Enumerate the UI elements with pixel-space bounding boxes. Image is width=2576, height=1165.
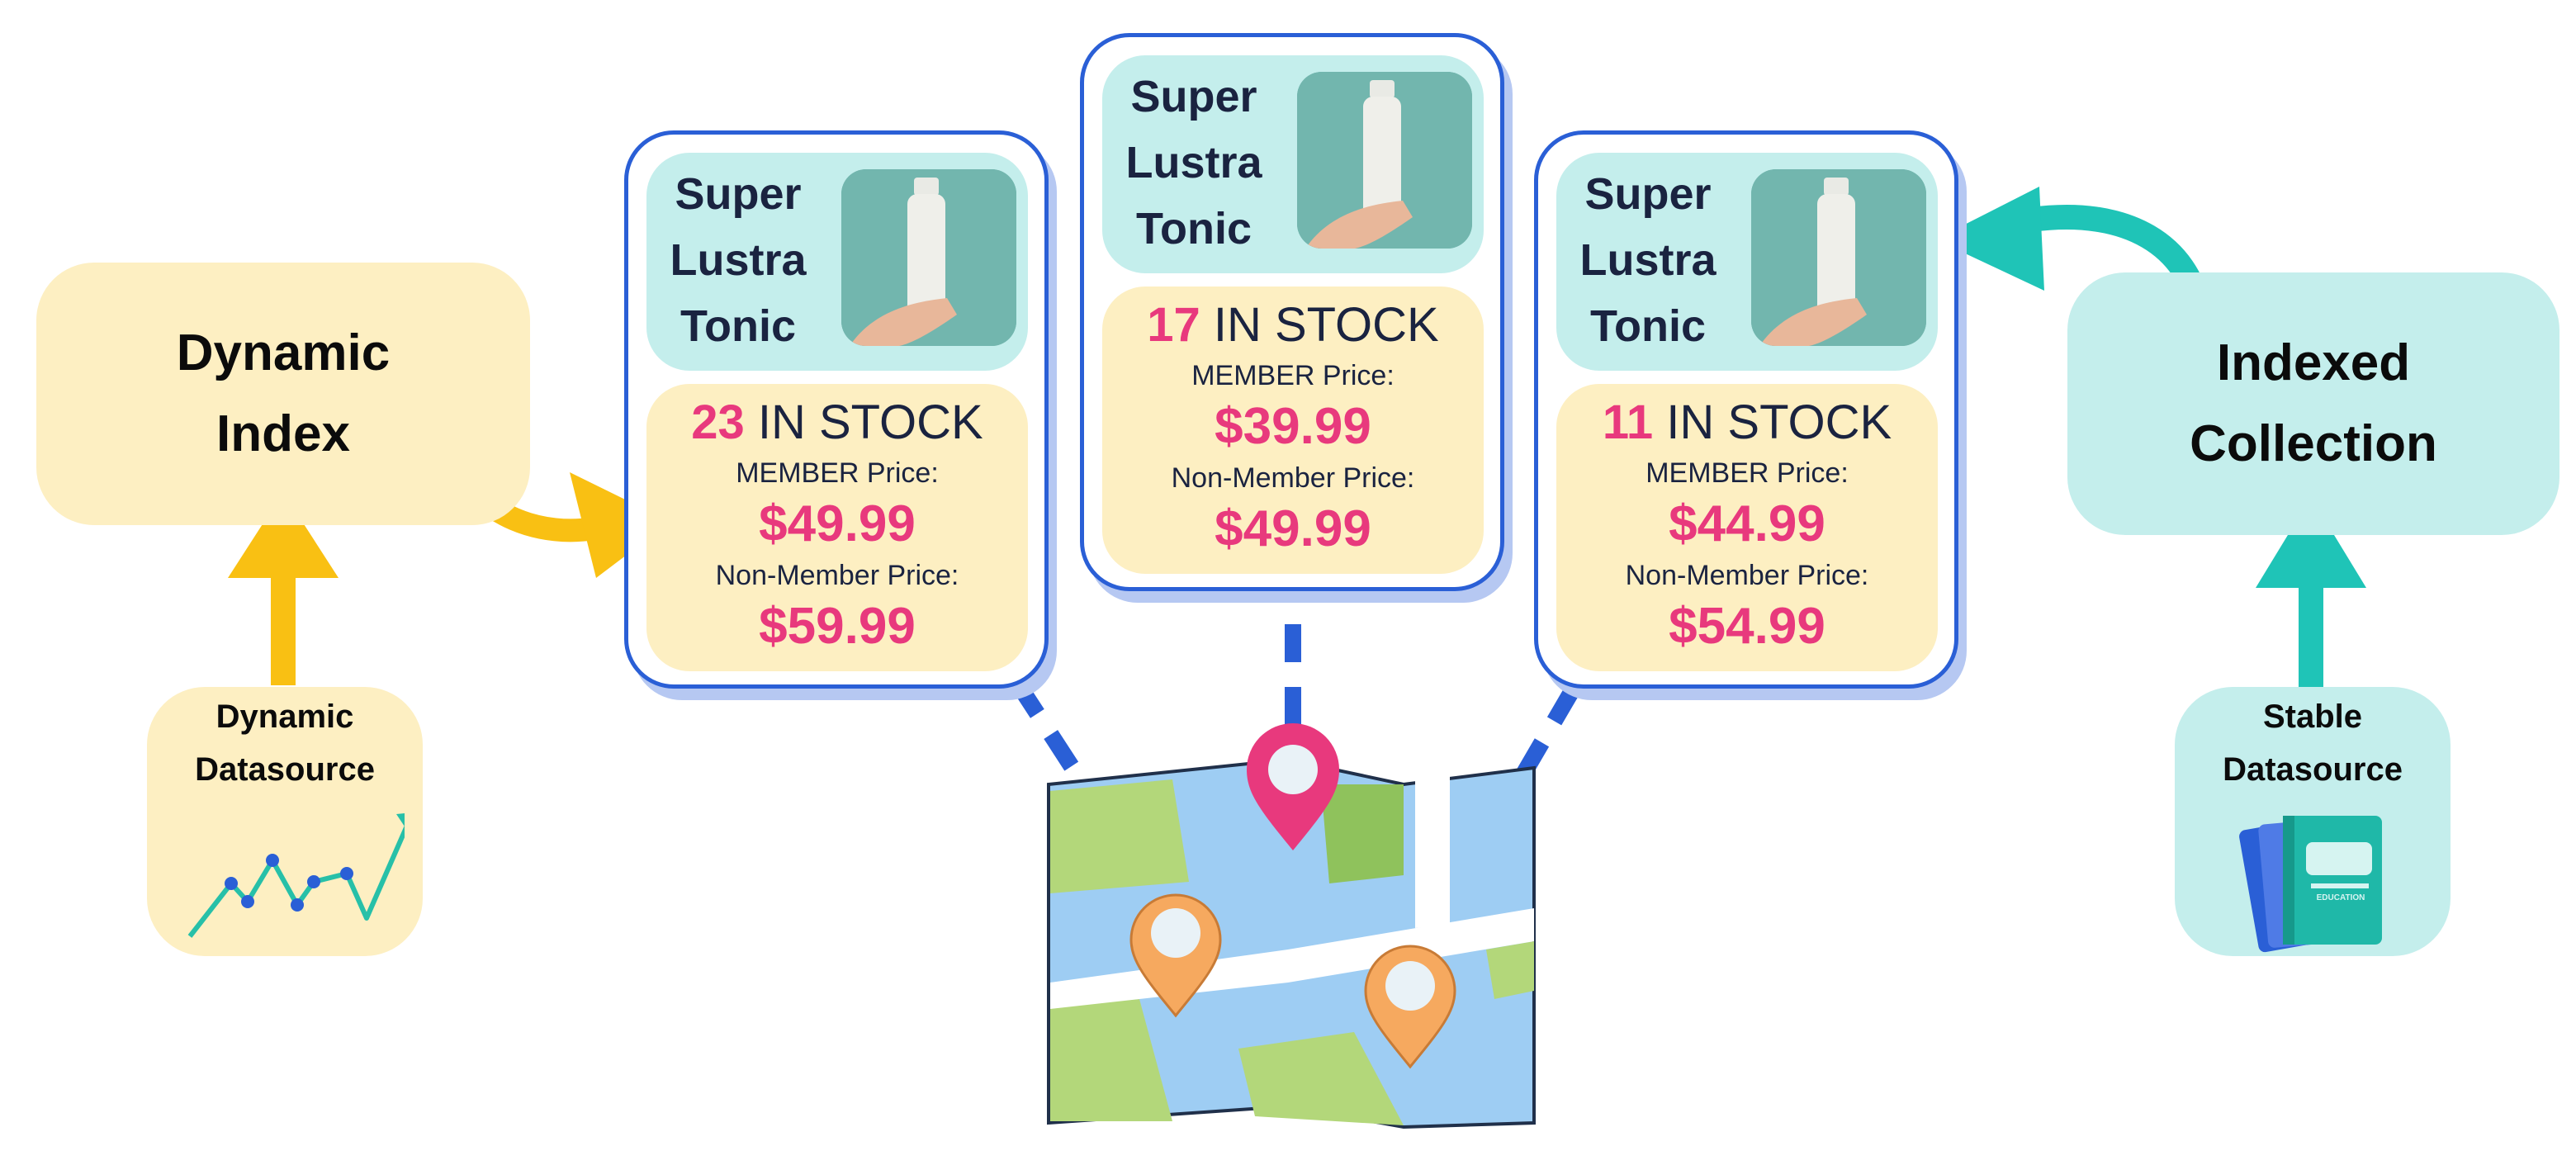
map-pin-icon bbox=[1364, 945, 1456, 1069]
indexed-collection-line1: Indexed bbox=[2216, 334, 2411, 391]
bottle-photo bbox=[1297, 72, 1472, 249]
dynamic-index-line2: Index bbox=[216, 405, 350, 462]
stock-count: 17 bbox=[1147, 298, 1200, 352]
stock-count: 11 bbox=[1602, 395, 1654, 449]
card-pricing: 11 IN STOCK MEMBER Price: $44.99 Non-Mem… bbox=[1556, 384, 1938, 671]
nonmember-price: $54.99 bbox=[1669, 598, 1825, 655]
stable-datasource-box: Stable Datasource EDUCATION bbox=[2175, 687, 2451, 956]
card-header: Super Lustra Tonic bbox=[646, 153, 1028, 371]
stock-status: 11 IN STOCK bbox=[1556, 394, 1938, 452]
stable-datasource-line1: Stable bbox=[2262, 699, 2363, 735]
member-price-label: MEMBER Price: bbox=[1646, 457, 1849, 489]
card-header: Super Lustra Tonic bbox=[1556, 153, 1938, 371]
stable-datasource-line2: Datasource bbox=[2223, 751, 2403, 788]
nonmember-price: $49.99 bbox=[1215, 500, 1371, 557]
stock-label: IN STOCK bbox=[1666, 395, 1892, 449]
indexed-collection-line2: Collection bbox=[2190, 415, 2437, 472]
member-price: $44.99 bbox=[1669, 495, 1825, 552]
member-price: $49.99 bbox=[759, 495, 916, 552]
stock-status: 17 IN STOCK bbox=[1102, 296, 1484, 354]
stock-label: IN STOCK bbox=[1213, 298, 1439, 352]
map-pin-icon bbox=[1129, 893, 1222, 1018]
product-card[interactable]: Super Lustra Tonic 11 IN STOCK MEMBER Pr… bbox=[1534, 130, 1958, 689]
stock-count: 23 bbox=[691, 395, 745, 449]
arrow-datasource-to-collection bbox=[2256, 497, 2366, 687]
map-pin-icon bbox=[1247, 723, 1339, 850]
product-card[interactable]: Super Lustra Tonic 17 IN STOCK MEMBER Pr… bbox=[1080, 33, 1504, 591]
dynamic-index-box: Dynamic Index bbox=[36, 263, 530, 525]
indexed-collection-box: Indexed Collection bbox=[2067, 272, 2559, 535]
dynamic-index-line1: Dynamic bbox=[176, 324, 391, 381]
product-title: Super Lustra Tonic bbox=[670, 169, 807, 351]
card-pricing: 17 IN STOCK MEMBER Price: $39.99 Non-Mem… bbox=[1102, 287, 1484, 574]
arrow-datasource-to-index bbox=[228, 492, 339, 685]
nonmember-price-label: Non-Member Price: bbox=[1171, 462, 1415, 494]
books-icon: EDUCATION bbox=[2239, 816, 2382, 953]
product-card[interactable]: Super Lustra Tonic 23 IN STOCK MEMBER Pr… bbox=[624, 130, 1049, 689]
trend-line-icon bbox=[187, 813, 405, 938]
nonmember-price: $59.99 bbox=[759, 598, 916, 655]
stock-label: IN STOCK bbox=[757, 395, 983, 449]
nonmember-price-label: Non-Member Price: bbox=[715, 560, 959, 591]
member-price-label: MEMBER Price: bbox=[736, 457, 939, 489]
product-title: Super Lustra Tonic bbox=[1125, 72, 1262, 253]
bottle-photo bbox=[1751, 169, 1926, 346]
product-title: Super Lustra Tonic bbox=[1579, 169, 1717, 351]
member-price: $39.99 bbox=[1215, 398, 1371, 455]
card-header: Super Lustra Tonic bbox=[1102, 55, 1484, 273]
bottle-photo bbox=[841, 169, 1016, 346]
stock-status: 23 IN STOCK bbox=[646, 394, 1028, 452]
dynamic-datasource-line1: Dynamic bbox=[215, 699, 354, 735]
member-price-label: MEMBER Price: bbox=[1191, 360, 1395, 391]
nonmember-price-label: Non-Member Price: bbox=[1625, 560, 1869, 591]
dynamic-datasource-line2: Datasource bbox=[195, 751, 375, 788]
card-pricing: 23 IN STOCK MEMBER Price: $49.99 Non-Mem… bbox=[646, 384, 1028, 671]
dynamic-datasource-box: Dynamic Datasource bbox=[147, 687, 423, 956]
book-label: EDUCATION bbox=[2317, 893, 2365, 902]
